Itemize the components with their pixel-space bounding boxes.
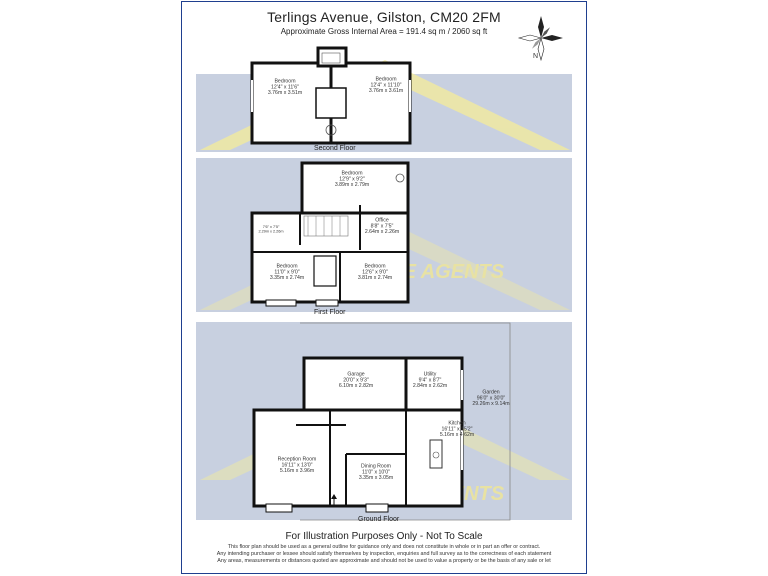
disclaimer-line-1: This floor plan should be used as a gene… bbox=[227, 544, 541, 550]
room-metric-label: 2.64m x 2.26m bbox=[365, 229, 399, 235]
floor-label-second: Second Floor bbox=[314, 145, 356, 152]
property-title: Terlings Avenue, Gilston, CM20 2FM bbox=[267, 9, 501, 25]
disclaimer-line-3: Any areas, measurements or distances quo… bbox=[217, 558, 551, 564]
floor-label-ground: Ground Floor bbox=[358, 516, 400, 523]
room-imperial-label: 12'9" x 9'2" bbox=[339, 176, 365, 182]
room-imperial-label: 11'0" x 10'0" bbox=[362, 469, 390, 475]
sheet-border bbox=[181, 1, 587, 574]
room-imperial-label: 11'0" x 9'0" bbox=[274, 269, 299, 275]
room-metric-label: 3.35m x 3.05m bbox=[359, 475, 393, 481]
floor-label-first: First Floor bbox=[314, 309, 346, 316]
room-name-label: Bedroom bbox=[274, 78, 295, 84]
first-floor-plan bbox=[250, 161, 410, 307]
illustration-disclaimer-heading: For Illustration Purposes Only - Not To … bbox=[285, 531, 483, 542]
room-imperial-label: 20'0" x 9'3" bbox=[343, 377, 369, 383]
room-imperial-label: 16'11" x 15'2" bbox=[442, 426, 473, 432]
room-metric-label: 3.35m x 2.74m bbox=[270, 275, 304, 281]
room-name-label: Utility bbox=[424, 371, 437, 377]
room-metric-label: 6.10m x 2.82m bbox=[339, 383, 373, 389]
room-metric-label: 29.26m x 9.14m bbox=[472, 401, 509, 407]
room-imperial-label: 9'4" x 8'7" bbox=[419, 377, 442, 383]
room-imperial-label: 12'4" x 11'10" bbox=[371, 82, 402, 88]
room-metric-label: 3.89m x 2.79m bbox=[335, 182, 369, 188]
room-name-label: Bedroom bbox=[364, 263, 385, 269]
room-metric-label: 3.81m x 2.74m bbox=[358, 275, 392, 281]
room-metric-label: 5.16m x 3.96m bbox=[280, 468, 314, 474]
room-name-label: Dining Room bbox=[361, 463, 391, 469]
room-name-label: Bedroom bbox=[276, 263, 297, 269]
room-name-label: Garage bbox=[347, 371, 364, 377]
room-metric-label: 2.84m x 2.62m bbox=[413, 383, 447, 389]
room-name-label: Office bbox=[375, 217, 389, 223]
room-imperial-label: 16'11" x 13'0" bbox=[282, 462, 313, 468]
room-name-label: Bedroom bbox=[341, 170, 362, 176]
room-name-label: Garden bbox=[482, 389, 499, 395]
compass-icon: N bbox=[517, 16, 563, 62]
second-floor-plan bbox=[250, 46, 412, 145]
room-imperial-label: 8'8" x 7'5" bbox=[371, 223, 394, 229]
room-name-label: Reception Room bbox=[278, 456, 317, 462]
area-subtitle: Approximate Gross Internal Area = 191.4 … bbox=[280, 27, 488, 36]
room-name-label: Kitchen bbox=[448, 420, 465, 426]
room-imperial-label: 12'4" x 11'6" bbox=[271, 84, 299, 90]
disclaimer-line-2: Any intending purchaser or lessee should… bbox=[216, 551, 552, 557]
compass-north-label: N bbox=[533, 53, 538, 60]
ground-floor-plan bbox=[252, 322, 511, 521]
room-imperial-label: 7'6" x 7'5" bbox=[263, 225, 280, 229]
room-imperial-label: 96'0" x 30'0" bbox=[477, 395, 506, 401]
disclaimer-text: This floor plan should be used as a gene… bbox=[186, 544, 582, 565]
room-imperial-label: 12'6" x 9'0" bbox=[362, 269, 388, 275]
room-metric-label: 3.76m x 3.61m bbox=[369, 88, 403, 94]
room-metric-label: 5.16m x 4.62m bbox=[440, 432, 474, 438]
room-name-label: Bedroom bbox=[375, 76, 396, 82]
room-metric-label: 2.29m x 2.26m bbox=[258, 229, 283, 233]
room-metric-label: 3.76m x 3.51m bbox=[268, 90, 302, 96]
